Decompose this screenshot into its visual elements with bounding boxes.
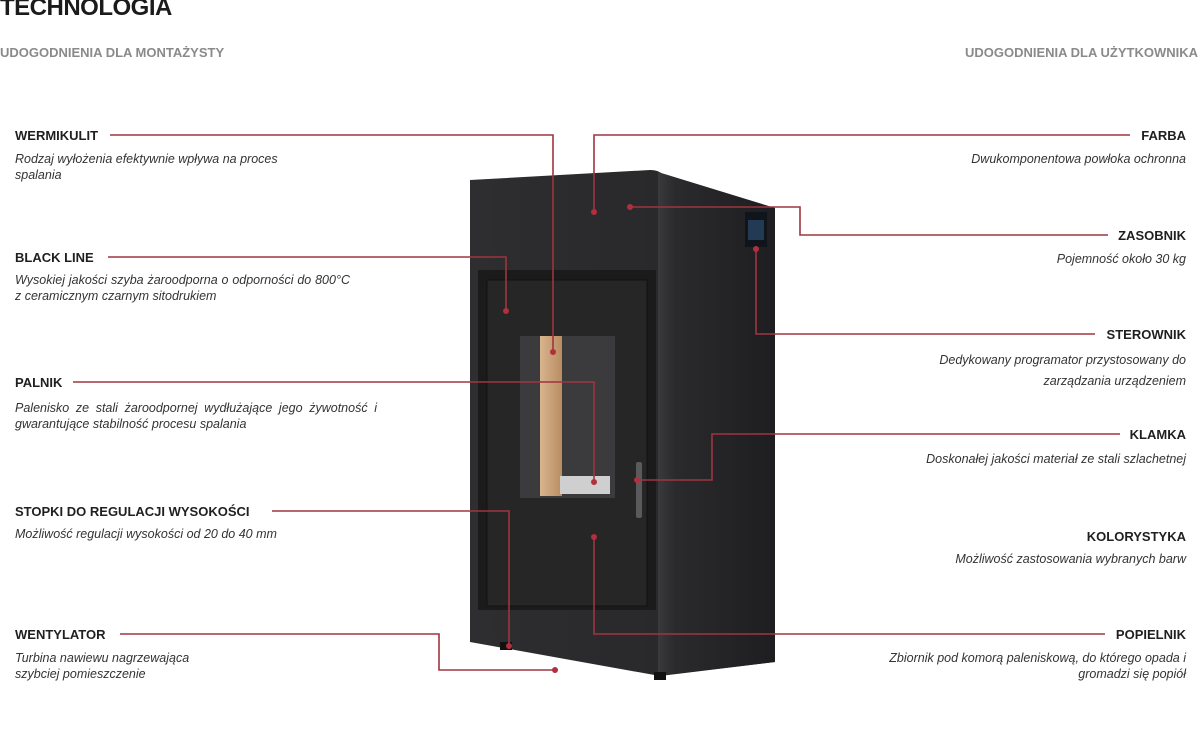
feature-farba-title: FARBA <box>1141 128 1186 143</box>
feature-kolorystyka-title: KOLORYSTYKA <box>1086 529 1186 544</box>
feature-wentylator-desc: Turbina nawiewu nagrzewająca szybciej po… <box>15 651 190 681</box>
feature-popielnik-desc: Zbiornik pod komorą paleniskową, do któr… <box>889 651 1186 681</box>
feature-palnik-title: PALNIK <box>15 375 63 390</box>
leader-lines <box>73 134 1130 671</box>
leader-dots <box>503 204 759 673</box>
feature-sterownik-title: STEROWNIK <box>1106 327 1186 342</box>
feature-klamka-desc: Doskonałej jakości materiał ze stali szl… <box>926 452 1186 466</box>
feature-farba-desc: Dwukomponentowa powłoka ochronna <box>971 152 1186 166</box>
feature-wentylator-title: WENTYLATOR <box>15 627 106 642</box>
feature-popielnik-title: POPIELNIK <box>1115 627 1186 642</box>
stove-side <box>658 172 775 676</box>
feature-black-line-desc: Wysokiej jakości szyba żaroodporna o odp… <box>15 273 350 303</box>
feature-stopki-title: STOPKI DO REGULACJI WYSOKOŚCI <box>15 504 250 519</box>
feature-zasobnik-desc: Pojemność około 30 kg <box>1056 252 1186 266</box>
user-heading: UDOGODNIENIA DLA UŻYTKOWNIKA <box>964 45 1198 60</box>
feature-kolorystyka-desc: Możliwość zastosowania wybranych barw <box>955 552 1186 566</box>
installer-heading: UDOGODNIENIA DLA MONTAŻYSTY <box>0 45 225 60</box>
feature-black-line-title: BLACK LINE <box>15 250 94 265</box>
feature-klamka-title: KLAMKA <box>1129 427 1186 442</box>
feature-palnik-desc: Palenisko ze stali żaroodpornej wydłużaj… <box>15 401 377 431</box>
feature-wermikulit-desc: Rodzaj wyłożenia efektywnie wpływa na pr… <box>15 152 278 182</box>
feature-zasobnik-title: ZASOBNIK <box>1118 228 1186 243</box>
door-handle <box>636 462 642 518</box>
feature-wermikulit-title: WERMIKULIT <box>15 128 99 143</box>
fire-window <box>520 336 615 498</box>
feature-sterownik-desc: Dedykowany programator przystosowany do … <box>939 353 1186 388</box>
page-title: TECHNOLOGIA <box>0 0 172 21</box>
feature-stopki-desc: Możliwość regulacji wysokości od 20 do 4… <box>15 527 277 541</box>
